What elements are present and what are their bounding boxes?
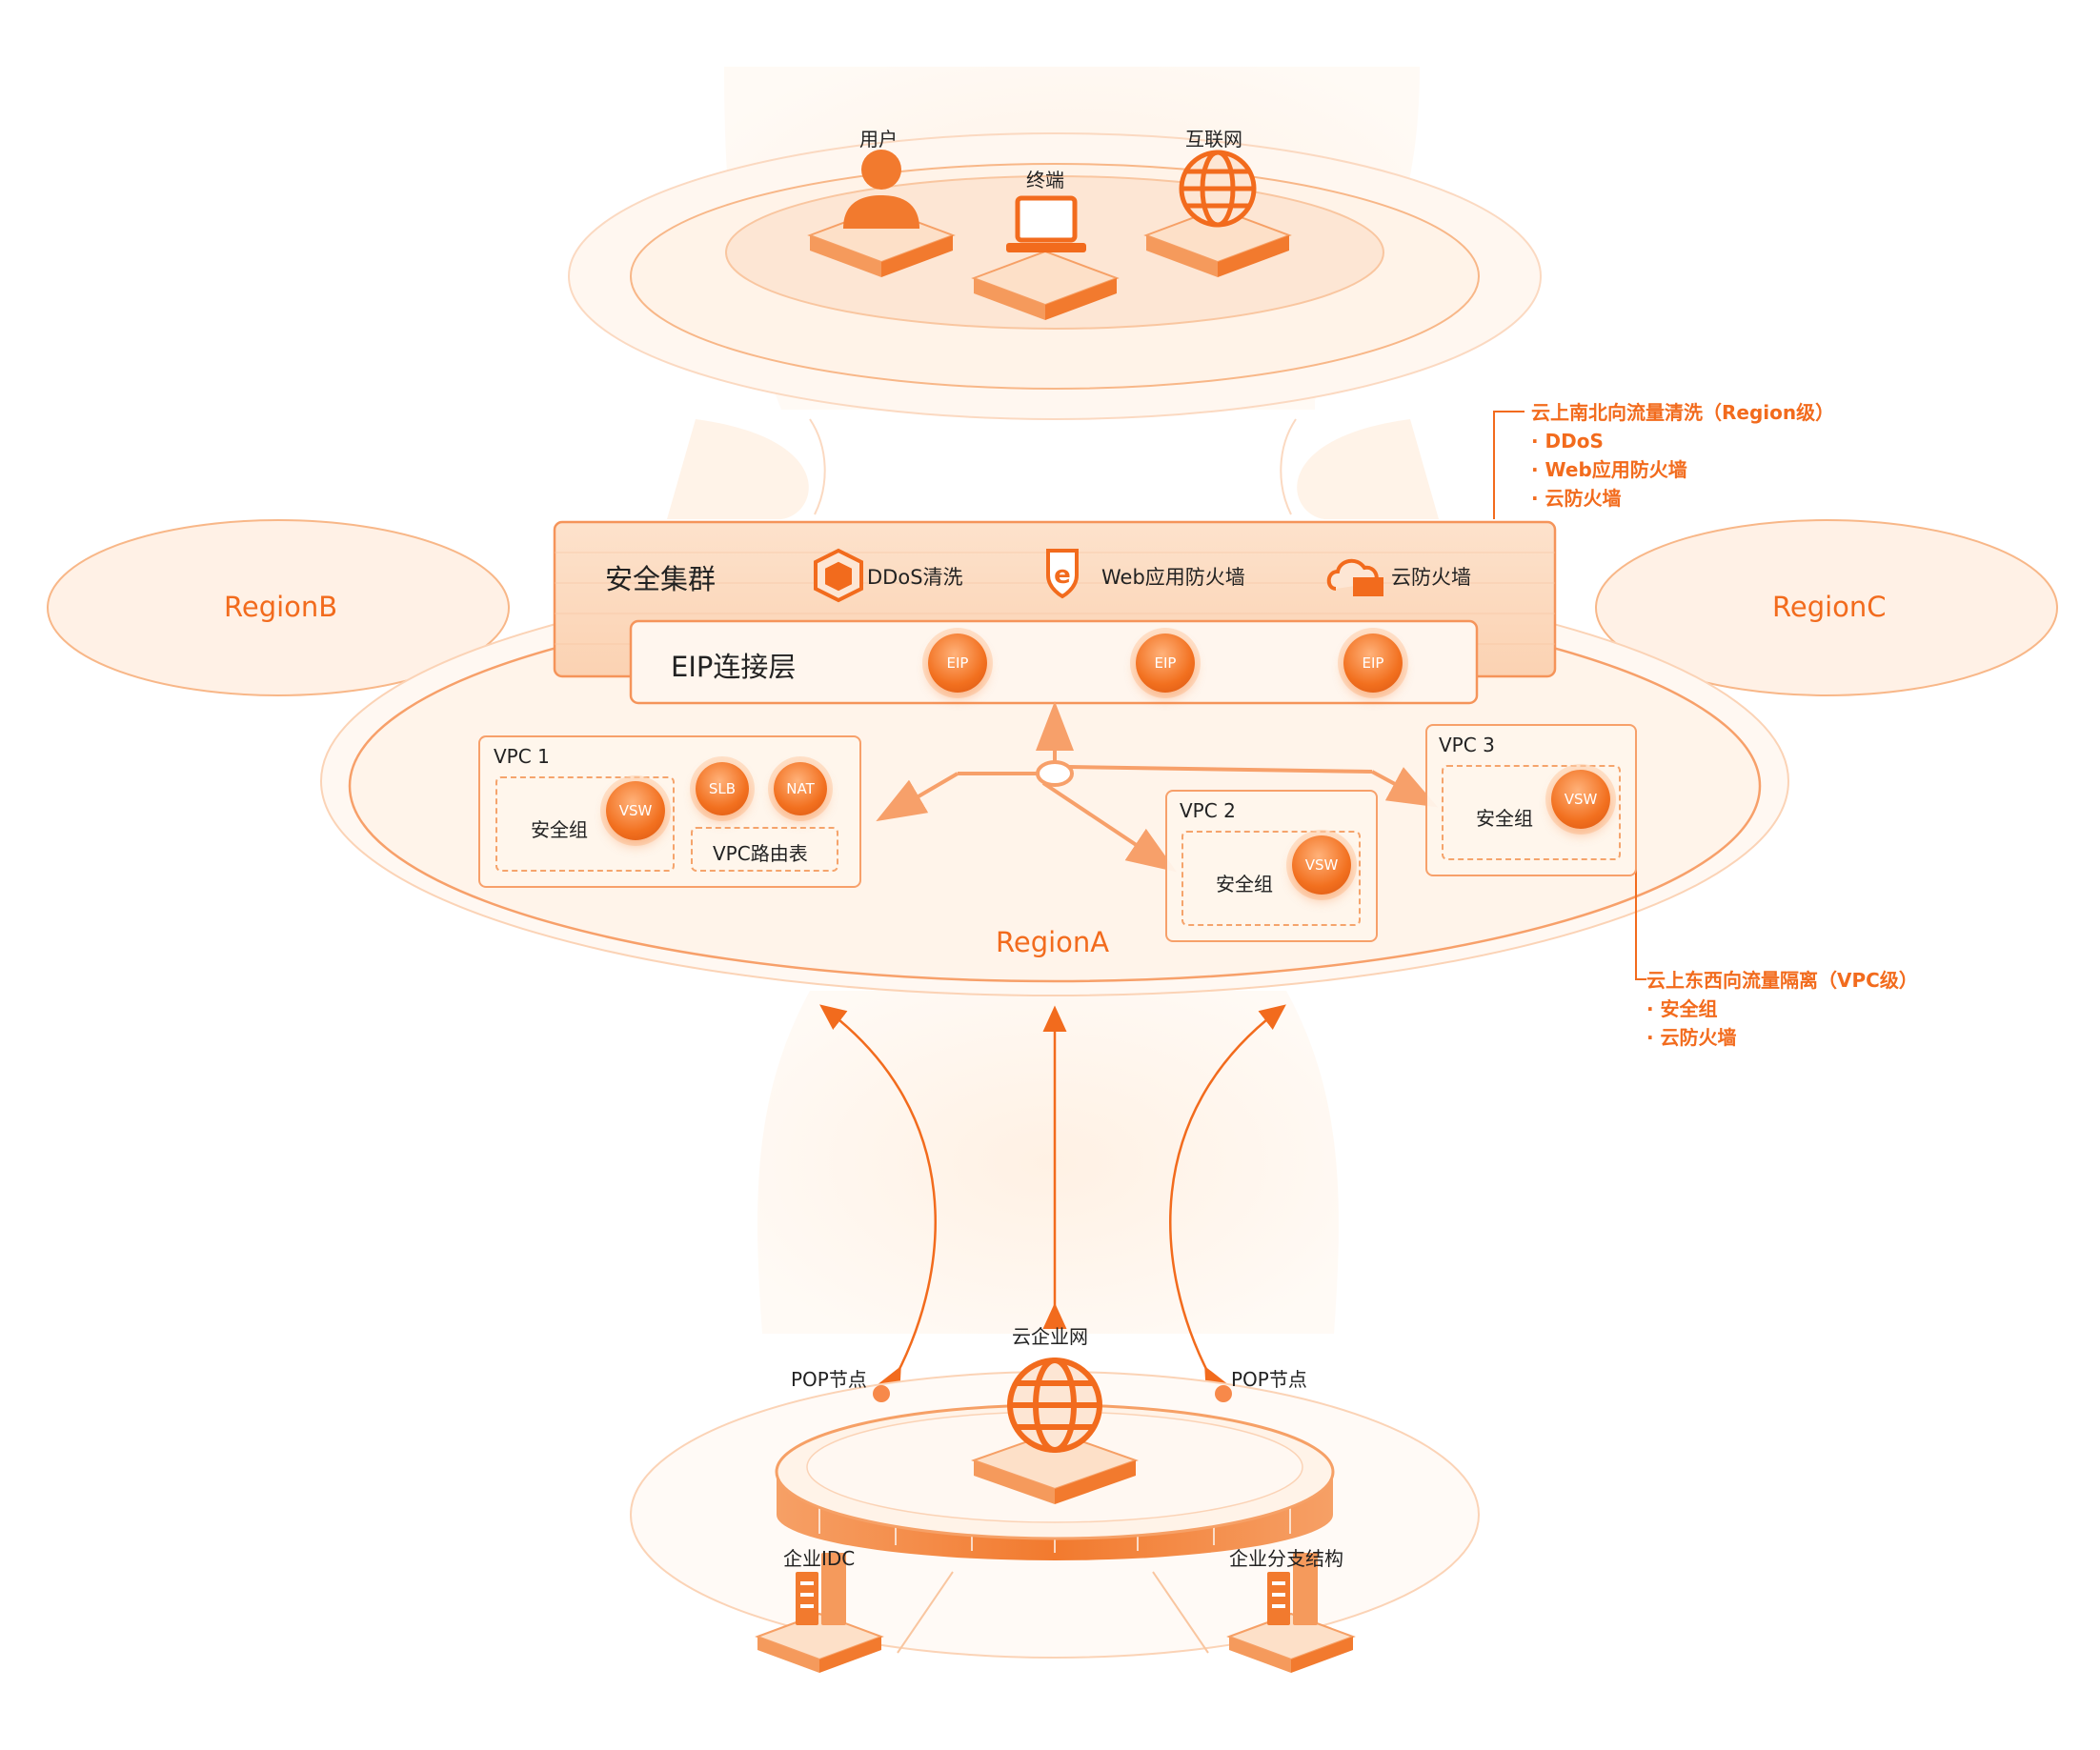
vpc2-vsw: VSW: [1292, 835, 1351, 895]
vpc1-route-label: VPC路由表: [713, 842, 808, 865]
pedestal-branch: [1226, 1612, 1356, 1673]
vpc2-sg-label: 安全组: [1216, 873, 1273, 895]
eip-title: EIP连接层: [671, 651, 797, 683]
idc-building-icon: [796, 1553, 846, 1625]
label-terminal: 终端: [1026, 169, 1064, 191]
regiona-label: RegionA: [996, 926, 1110, 958]
north-south-title: 云上南北向流量清洗（Region级）: [1531, 401, 1835, 424]
label-ddos: DDoS清洗: [867, 566, 963, 589]
vpc1-security-group: [495, 776, 675, 872]
north-south-item: · Web应用防火墙: [1531, 458, 1687, 481]
vpc3-vsw: VSW: [1551, 770, 1610, 829]
pedestal-internet: [1143, 207, 1292, 277]
regionc-ellipse: [1595, 519, 2058, 696]
cluster-title: 安全集群: [605, 563, 717, 595]
cen-globe-icon: [1007, 1358, 1102, 1453]
vpc3-sg-label: 安全组: [1476, 807, 1533, 830]
north-south-item: · DDoS: [1531, 430, 1604, 453]
regionc-label: RegionC: [1772, 591, 1887, 623]
cloud-firewall-icon: [1326, 558, 1383, 596]
vpc1-sg-label: 安全组: [531, 818, 588, 841]
user-icon: [843, 150, 919, 229]
vpc2-title: VPC 2: [1180, 799, 1236, 822]
north-south-item: · 云防火墙: [1531, 487, 1622, 510]
vpc1-title: VPC 1: [494, 745, 550, 768]
regionb-ellipse: [47, 519, 510, 696]
label-pop-right: POP节点: [1231, 1368, 1307, 1391]
east-west-item: · 云防火墙: [1646, 1026, 1737, 1049]
label-internet: 互联网: [1185, 128, 1242, 151]
pedestal-terminal: [971, 250, 1120, 320]
pop-dot-left: [873, 1385, 890, 1402]
pop-dot-right: [1215, 1385, 1232, 1402]
vpc3-title: VPC 3: [1439, 734, 1495, 756]
label-cfw: 云防火墙: [1391, 566, 1471, 589]
east-west-note: 云上东西向流量隔离（VPC级） · 安全组 · 云防火墙: [1646, 966, 1918, 1052]
north-south-note: 云上南北向流量清洗（Region级） · DDoS · Web应用防火墙 · 云…: [1531, 398, 1834, 513]
label-user: 用户: [859, 128, 898, 151]
eip-node: EIP: [1136, 634, 1195, 693]
east-west-title: 云上东西向流量隔离（VPC级）: [1646, 969, 1918, 992]
vpc2-security-group: [1181, 831, 1361, 926]
label-pop-left: POP节点: [791, 1368, 867, 1391]
label-waf: Web应用防火墙: [1101, 566, 1245, 589]
waf-shield-icon: [1046, 549, 1079, 599]
east-west-item: · 安全组: [1646, 997, 1718, 1020]
ddos-icon: [814, 548, 863, 603]
regionb-label: RegionB: [224, 591, 338, 623]
laptop-icon: [1006, 195, 1086, 252]
label-idc: 企业IDC: [783, 1547, 856, 1570]
vpc1-route-table: [691, 827, 838, 872]
label-cen: 云企业网: [1012, 1325, 1088, 1348]
eip-node: EIP: [1343, 634, 1403, 693]
svg-text:e: e: [1054, 561, 1071, 590]
vpc1-nat: NAT: [774, 762, 827, 815]
vpc1-slb: SLB: [696, 762, 749, 815]
vpc3-security-group: [1442, 765, 1621, 860]
globe-icon: [1179, 150, 1257, 228]
label-branch: 企业分支结构: [1229, 1547, 1343, 1570]
vpc1-vsw: VSW: [606, 781, 665, 840]
eip-node: EIP: [928, 634, 987, 693]
pedestal-idc: [755, 1612, 884, 1673]
branch-building-icon: [1267, 1553, 1318, 1625]
